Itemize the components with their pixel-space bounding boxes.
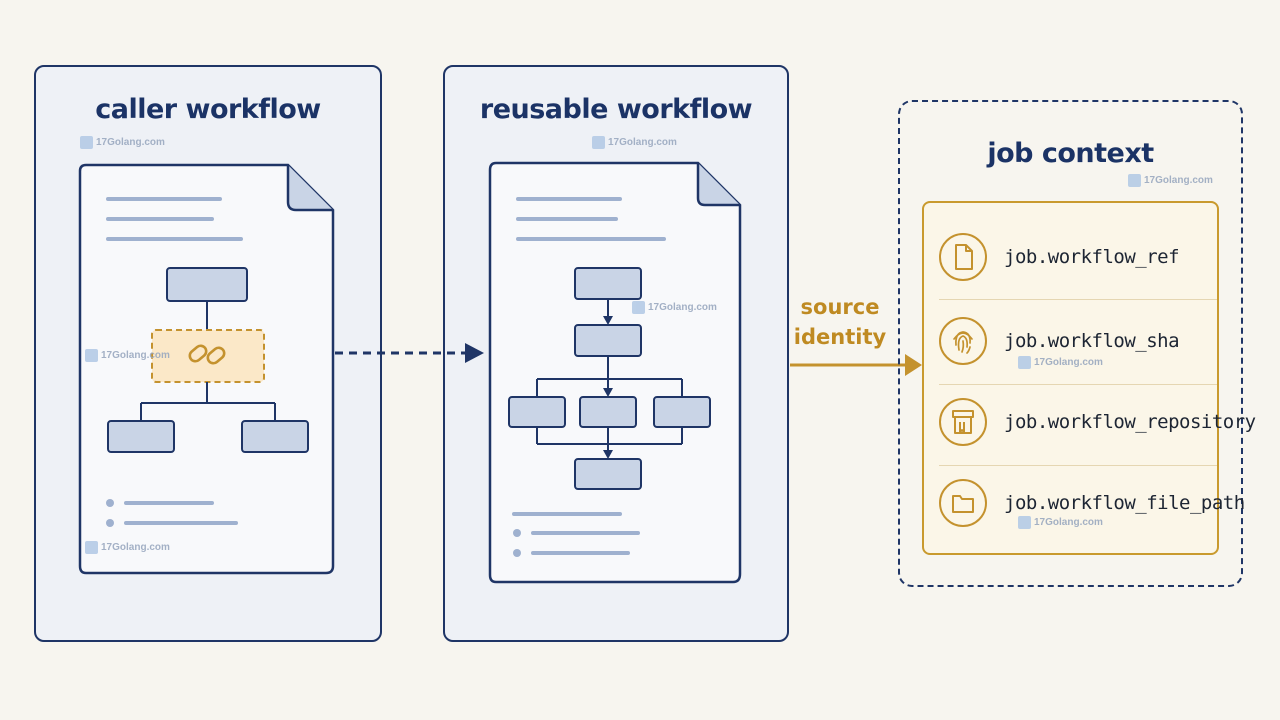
source-identity-arrowhead [905, 354, 922, 376]
watermark: 17Golang.com [1128, 174, 1213, 187]
reusable-node-2 [574, 324, 642, 357]
link-icon [188, 344, 226, 365]
source-identity-line1: source [800, 295, 880, 319]
reusable-workflow-title: reusable workflow [479, 94, 753, 125]
reusable-node-right [653, 396, 711, 428]
source-identity-line2: identity [793, 325, 887, 349]
reusable-node-1 [574, 267, 642, 300]
context-item-label: job.workflow_repository [1004, 411, 1256, 433]
caller-right-node [241, 420, 309, 453]
fingerprint-icon [939, 317, 987, 365]
document-icon [939, 233, 987, 281]
uses-arrowhead [465, 343, 484, 363]
reusable-document-fold [696, 163, 740, 207]
watermark: 17Golang.com [592, 136, 677, 149]
reusable-node-bottom [574, 458, 642, 490]
repository-icon [939, 398, 987, 446]
context-item-workflow-repository: job.workflow_repository [924, 381, 1256, 463]
reusable-node-left [508, 396, 566, 428]
context-item-label: job.workflow_file_path [1004, 492, 1245, 514]
job-context-panel [898, 100, 1243, 587]
caller-workflow-title: caller workflow [95, 94, 321, 125]
job-context-list: job.workflow_ref job.workflow_sha [922, 201, 1256, 555]
watermark: 17Golang.com [85, 349, 170, 362]
job-context-title: job context [987, 138, 1154, 169]
context-item-workflow-file-path: job.workflow_file_path [924, 462, 1245, 544]
context-item-label: job.workflow_sha [1004, 330, 1180, 352]
caller-left-node [107, 420, 175, 453]
watermark: 17Golang.com [1018, 516, 1103, 529]
watermark: 17Golang.com [632, 301, 717, 314]
watermark: 17Golang.com [85, 541, 170, 554]
context-item-label: job.workflow_ref [1004, 246, 1180, 268]
caller-document-fold [286, 165, 333, 212]
context-item-workflow-ref: job.workflow_ref [924, 216, 1217, 298]
reusable-document-sheet [488, 161, 742, 584]
reusable-node-mid [579, 396, 637, 428]
source-identity-label: source identity [790, 292, 890, 352]
watermark: 17Golang.com [80, 136, 165, 149]
watermark: 17Golang.com [1018, 356, 1103, 369]
caller-top-node [166, 267, 248, 302]
folder-icon [939, 479, 987, 527]
context-item-workflow-sha: job.workflow_sha [924, 300, 1217, 382]
